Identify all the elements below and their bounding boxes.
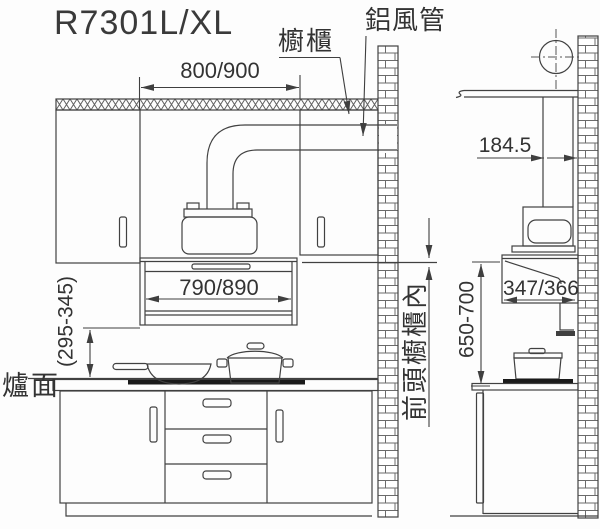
canopy-slope	[504, 260, 562, 285]
front-view	[28, 45, 437, 518]
door-handle	[275, 409, 284, 443]
base-cabinet	[59, 390, 373, 517]
duct-cross-section	[531, 29, 581, 90]
dim-text-hood-depth: 347/366	[503, 277, 579, 300]
hood-handle	[191, 263, 251, 270]
brick-wall-side	[577, 35, 599, 519]
drawer-handle	[202, 398, 232, 408]
pot-lid-knob	[246, 342, 265, 350]
wall-cabinet-left	[55, 109, 141, 264]
dim-canopy-height	[471, 261, 500, 387]
dim-text-opening-width: 800/900	[180, 58, 260, 83]
brick-wall-front	[377, 45, 399, 518]
kickplate	[65, 503, 372, 517]
hood-body	[139, 257, 298, 326]
wok-handle	[112, 362, 149, 371]
pot-side	[513, 347, 563, 380]
break-symbol	[455, 89, 465, 99]
dimension-annotations	[83, 35, 577, 427]
ceiling-hatch	[55, 98, 398, 111]
counter-cabinet-side	[471, 382, 579, 515]
dim-opening-width	[138, 75, 301, 110]
mounting-bracket	[556, 303, 575, 336]
dim-text-hood-width: 790/890	[179, 275, 259, 300]
cooktop-side	[503, 379, 573, 383]
cooktop	[128, 380, 305, 385]
leader-cabinet	[279, 56, 351, 115]
motor-housing	[181, 202, 258, 255]
label-stove-surface: 爐面	[2, 371, 60, 401]
duct-bend	[206, 124, 397, 209]
door-side	[475, 392, 485, 504]
ceiling-side	[455, 89, 578, 99]
drawer-handle	[202, 434, 232, 444]
wok	[112, 362, 212, 385]
side-view	[450, 29, 599, 519]
cabinet-handle	[316, 216, 326, 248]
stock-pot	[216, 342, 294, 384]
door-handle	[149, 406, 158, 443]
motor-housing-side	[511, 206, 576, 253]
drawer-handle	[202, 470, 232, 480]
label-cabinet: 櫥櫃	[278, 26, 335, 56]
dim-text-hood-height: (295-345)	[54, 275, 78, 368]
dim-text-duct-offset: 184.5	[478, 134, 532, 157]
label-aluminum-duct: 鋁風管	[365, 5, 447, 35]
wall-cabinet-right	[299, 109, 379, 256]
duct-side	[542, 97, 574, 207]
duct-wall-opening	[379, 124, 397, 153]
model-title: R7301L/XL	[54, 4, 234, 42]
dim-text-canopy-height: 650-700	[455, 280, 479, 359]
leader-duct	[359, 35, 367, 137]
dim-hood-height	[83, 327, 140, 377]
label-inside-front-cabinet: 前頭櫥櫃內	[400, 281, 430, 422]
cabinet-handle	[118, 216, 128, 248]
